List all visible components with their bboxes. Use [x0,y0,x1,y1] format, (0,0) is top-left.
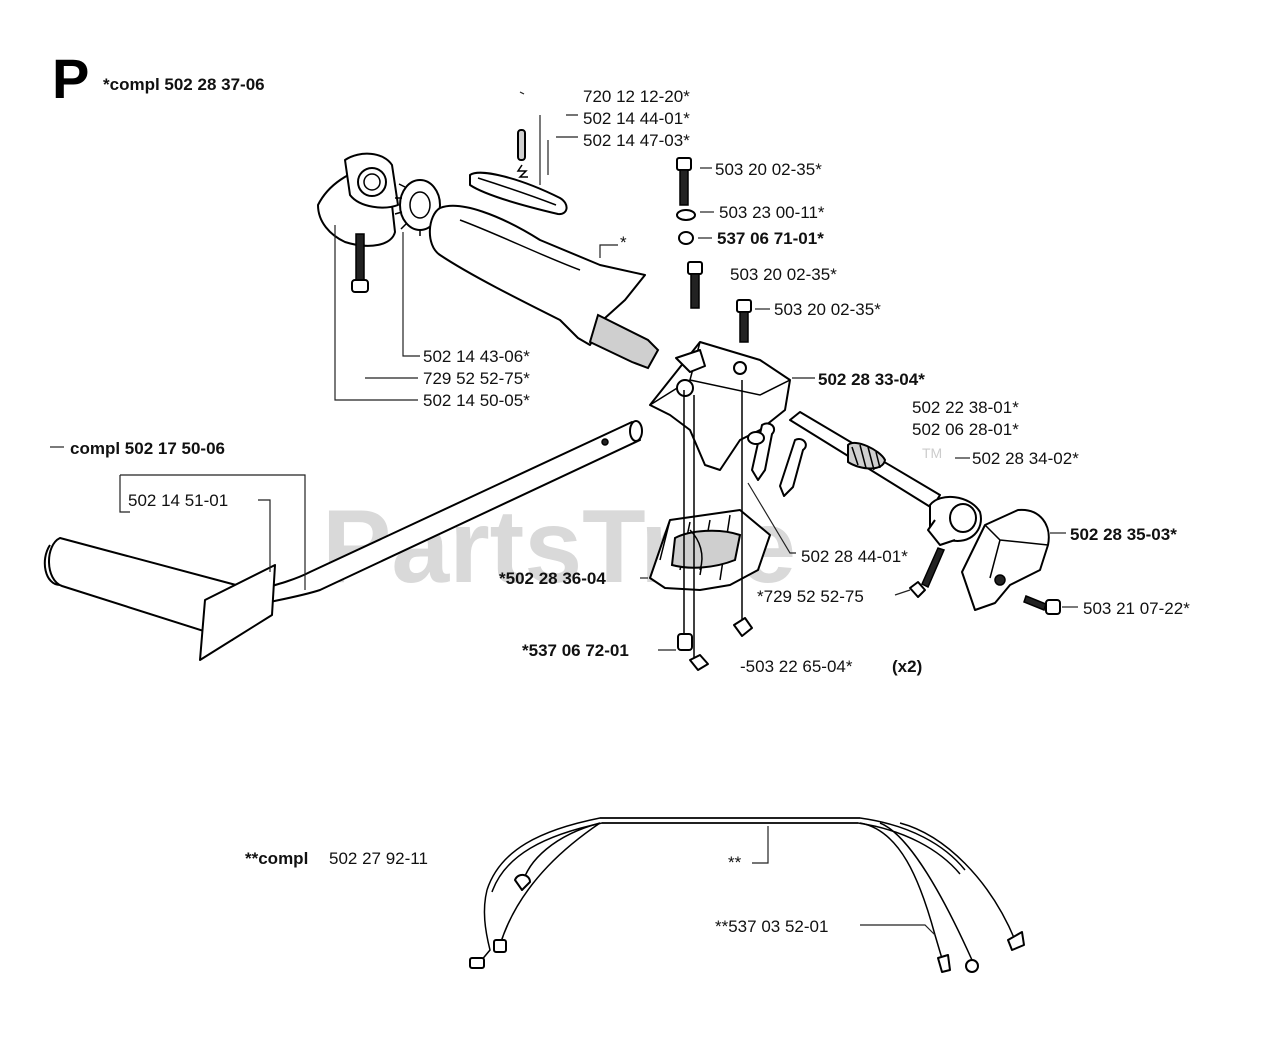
label-720-12-12-20[interactable]: 720 12 12-20* [583,87,690,106]
screw-cover-part [1023,595,1061,615]
label-502-14-47-03[interactable]: 502 14 47-03* [583,131,690,150]
label-502-28-34-02[interactable]: 502 28 34-02* [972,449,1079,468]
label-502-22-38-01[interactable]: 502 22 38-01* [912,398,1019,417]
screw-top-part [676,157,696,245]
label-compl-cable-prefix[interactable]: **compl [245,849,308,868]
label-503-23-00-11[interactable]: 503 23 00-11* [719,203,825,222]
label-503-20-02-35-c[interactable]: 503 20 02-35* [774,300,881,319]
screw-cap-part [909,547,946,598]
cable-harness-part [469,817,1025,973]
label-729-52-52-75-a[interactable]: 729 52 52-75* [423,369,530,388]
label-729-52-52-75-b[interactable]: *729 52 52-75 [757,587,864,606]
label-502-14-44-01[interactable]: 502 14 44-01* [583,109,690,128]
label-compl-main[interactable]: *compl 502 28 37-06 [103,75,265,94]
bracket-lower-part [649,509,771,591]
label-502-28-44-01[interactable]: 502 28 44-01* [801,547,908,566]
label-double-star[interactable]: ** [728,853,742,872]
label-502-28-33-04[interactable]: 502 28 33-04* [818,370,925,389]
section-letter: P [52,47,89,110]
label-503-21-07-22[interactable]: 503 21 07-22* [1083,599,1190,618]
throttle-housing-part [317,152,399,247]
handle-tube-part [43,420,643,661]
label-502-14-50-05[interactable]: 502 14 50-05* [423,391,530,410]
screw-right-part [736,299,752,343]
label-537-03-52-01[interactable]: **537 03 52-01 [715,917,828,936]
label-537-06-72-01[interactable]: *537 06 72-01 [522,641,629,660]
grip-handle-part [428,204,660,370]
label-502-28-35-03[interactable]: 502 28 35-03* [1070,525,1177,544]
leader-502-14-51 [119,474,306,590]
nut-part [733,380,753,637]
label-502-14-43-06[interactable]: 502 14 43-06* [423,347,530,366]
label-502-14-51-01[interactable]: 502 14 51-01 [128,491,228,510]
leader-720 [519,91,525,95]
leader-502-28-44 [747,482,796,554]
label-star[interactable]: * [620,233,627,252]
label-503-20-02-35-a[interactable]: 503 20 02-35* [715,160,822,179]
leader-double-star [752,826,769,864]
leader-502-14-50 [334,225,418,401]
label-x2[interactable]: (x2) [892,657,922,676]
label-537-06-71-01[interactable]: 537 06 71-01* [717,229,824,248]
clips-part [747,422,807,497]
leader-729-b [894,589,911,596]
label-compl-cable-num[interactable]: 502 27 92-11 [329,849,428,868]
leader-502-14-44 [539,114,578,185]
screw-left-part [351,233,369,293]
lower-fastener-part [677,390,709,671]
leader-537-03-52 [860,924,936,936]
label-502-06-28-01[interactable]: 502 06 28-01* [912,420,1019,439]
screw-mid-part [687,261,703,309]
throttle-lever-part [469,171,568,216]
watermark-tm: TM [922,445,942,461]
shaft-part [789,411,941,509]
cover-part [961,508,1050,611]
label-503-20-02-35-b[interactable]: 503 20 02-35* [730,265,837,284]
label-502-28-36-04[interactable]: *502 28 36-04 [499,569,606,588]
leader-star [599,244,618,258]
gear-part [394,179,441,236]
leader-502-14-43 [402,232,420,357]
leader-502-14-47 [547,136,578,175]
label-compl-handle[interactable]: compl 502 17 50-06 [70,439,225,458]
spring-part [516,129,528,178]
end-cap-part [927,495,982,546]
label-503-22-65-04[interactable]: -503 22 65-04* [740,657,853,676]
